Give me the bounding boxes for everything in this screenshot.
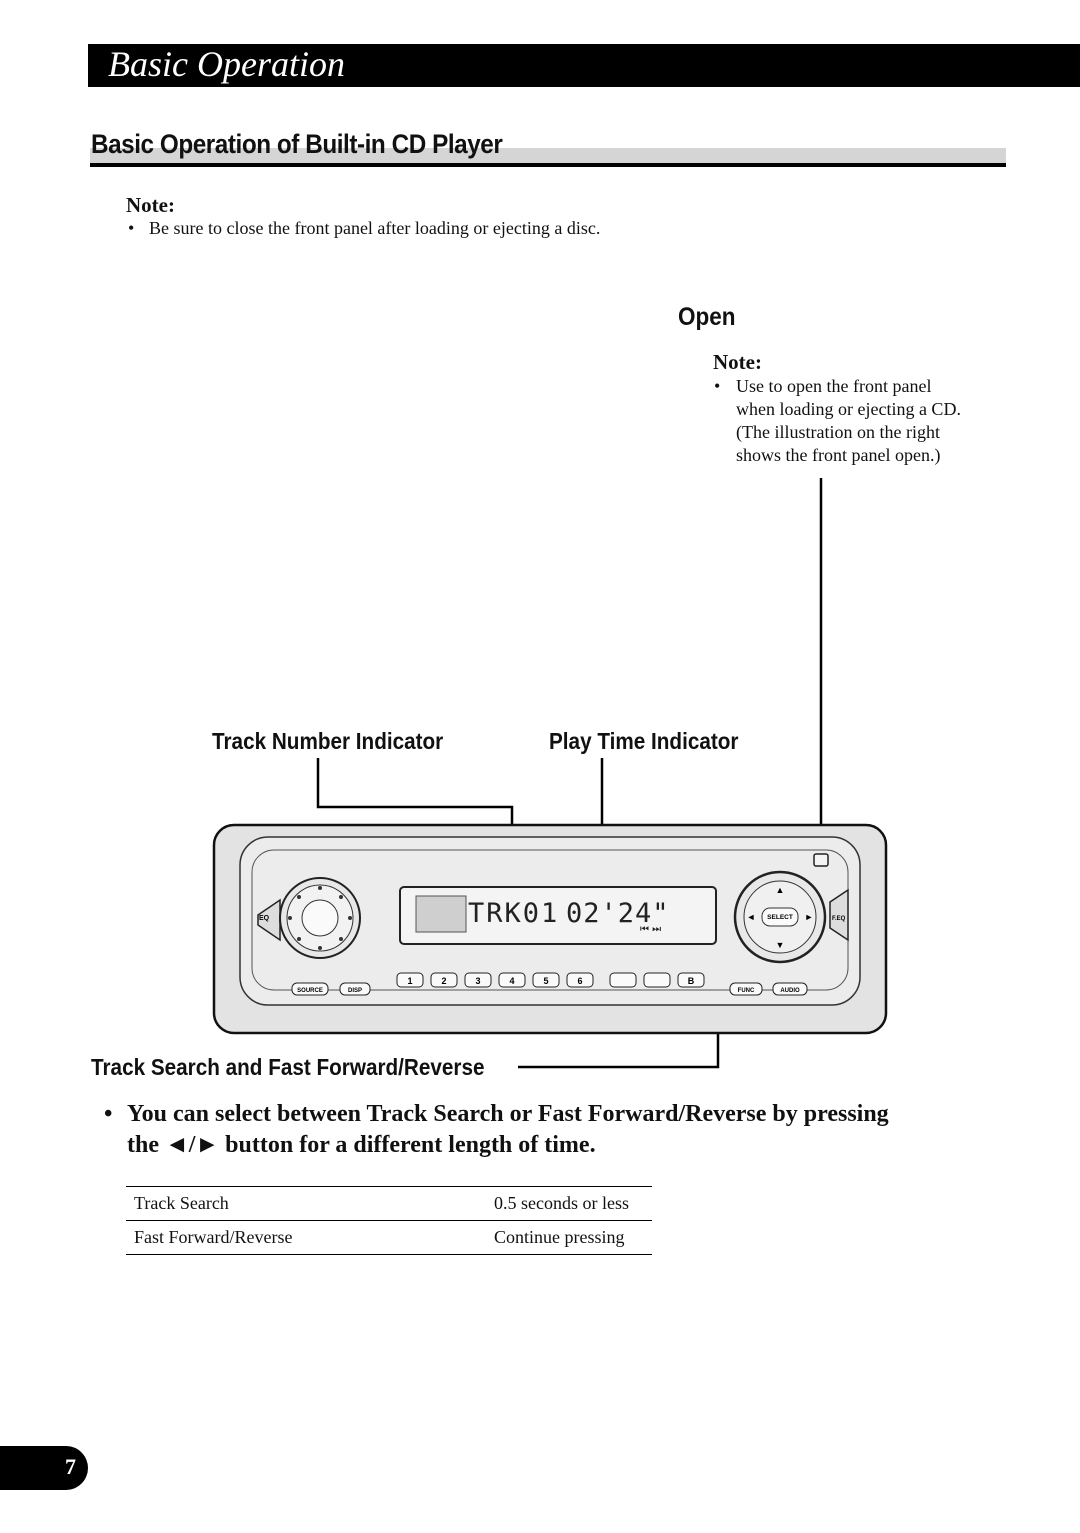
main-bullet-marker: • [104, 1101, 113, 1127]
svg-text:2: 2 [441, 976, 446, 986]
svg-text:▼: ▼ [776, 940, 785, 950]
main-bullet-line: You can select between Track Search or F… [127, 1101, 889, 1127]
lcd-display [399, 886, 717, 945]
lcd-play-time: 02'24" [566, 898, 670, 929]
svg-text:5: 5 [543, 976, 548, 986]
svg-text:6: 6 [577, 976, 582, 986]
table-row: Track Search 0.5 seconds or less [126, 1186, 652, 1221]
section-rule [90, 163, 1006, 167]
track-search-table: Track Search 0.5 seconds or less Fast Fo… [126, 1186, 652, 1255]
header-banner: Basic Operation [88, 44, 1080, 87]
open-note-line: when loading or ejecting a CD. [736, 399, 961, 419]
table-cell-duration: Continue pressing [486, 1220, 652, 1255]
func-button-label: FUNC [738, 988, 755, 994]
select-button-label: SELECT [767, 914, 793, 921]
section-title: Basic Operation of Built-in CD Player [91, 129, 503, 159]
eq-button-label: EQ [259, 915, 270, 922]
page-number-tab: 7 [0, 1446, 88, 1490]
page-number: 7 [65, 1454, 76, 1479]
svg-text:4: 4 [509, 976, 514, 986]
lcd-track-number: TRK01 [468, 898, 559, 929]
svg-text:►: ► [805, 912, 814, 922]
open-note-line: (The illustration on the right [736, 422, 940, 442]
multi-control-pad: SELECT ▲ ▼ ◄ ► [733, 870, 849, 964]
volume-knob [257, 877, 361, 959]
open-note-heading: Note: [713, 350, 762, 374]
play-time-indicator-label: Play Time Indicator [549, 728, 739, 754]
svg-text:1: 1 [407, 976, 412, 986]
open-note-line: Use to open the front panel [736, 376, 932, 396]
main-bullet-line: the ◄/► button for a different length of… [127, 1132, 596, 1158]
cd-player-illustration: EQ TRK01 02'24" ⏮ ⏭ SELECT ▲ ▼ ◄ ► F.EQ … [212, 478, 888, 1069]
open-note-line: shows the front panel open.) [736, 445, 941, 465]
svg-text:▲: ▲ [776, 885, 785, 895]
lcd-indicator-block [415, 895, 467, 933]
note-bullet: • [128, 218, 135, 238]
feq-button-label: F.EQ [832, 916, 846, 922]
svg-text:3: 3 [475, 976, 480, 986]
table-cell-action: Track Search [126, 1186, 486, 1221]
preset-buttons: 1 2 3 4 5 6 B [396, 972, 705, 988]
page-header-title: Basic Operation [108, 44, 345, 84]
table-row: Fast Forward/Reverse Continue pressing [126, 1220, 652, 1255]
note-heading: Note: [126, 193, 175, 217]
lcd-prev-next-icons: ⏮ ⏭ [640, 924, 661, 935]
open-note-bullet: • [714, 376, 721, 396]
table-cell-action: Fast Forward/Reverse [126, 1220, 486, 1255]
track-search-label: Track Search and Fast Forward/Reverse [91, 1054, 485, 1080]
section-title-bar [90, 148, 1006, 163]
open-button [813, 853, 829, 867]
disp-button-label: DISP [348, 988, 362, 994]
svg-text:◄: ◄ [747, 912, 756, 922]
open-label: Open [678, 303, 736, 331]
audio-button-label: AUDIO [780, 988, 800, 994]
svg-text:B: B [688, 976, 695, 986]
note-text: Be sure to close the front panel after l… [149, 218, 601, 238]
track-number-indicator-label: Track Number Indicator [212, 728, 444, 754]
source-button-label: SOURCE [297, 988, 323, 994]
table-cell-duration: 0.5 seconds or less [486, 1186, 652, 1221]
